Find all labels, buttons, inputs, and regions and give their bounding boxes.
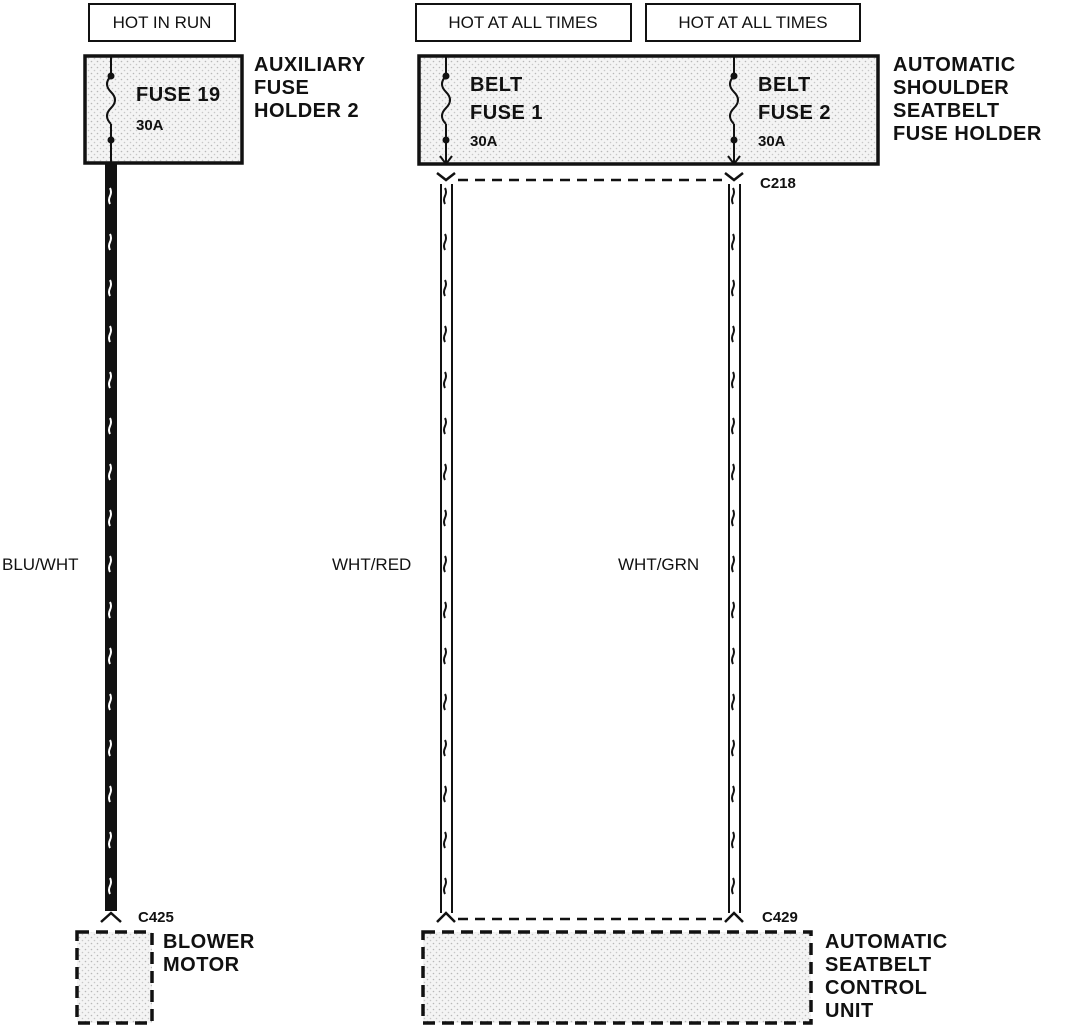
wire-stripe: [443, 555, 447, 573]
wire-stripe: [731, 463, 735, 481]
source-label-hot-at-all-times-1: HOT AT ALL TIMES: [448, 13, 597, 32]
connector-c425-label: C425: [138, 909, 174, 926]
wire-stripe: [731, 371, 735, 389]
wire-stripe: [443, 233, 447, 251]
wire-stripe: [443, 785, 447, 803]
wire-blu-wht-stripes: [108, 187, 112, 895]
wire-stripe: [443, 739, 447, 757]
belt-fuse-2-name-line-1: BELT: [758, 74, 811, 96]
wire-stripe: [108, 831, 112, 849]
blower-motor-line-2: MOTOR: [163, 954, 240, 976]
seatbelt-control-unit-label: AUTOMATIC SEATBELT CONTROL UNIT: [825, 931, 948, 1022]
wire-stripe: [443, 831, 447, 849]
wire-blu-wht-label: BLU/WHT: [2, 555, 79, 574]
control-unit-line-3: CONTROL: [825, 977, 927, 999]
wire-stripe: [443, 417, 447, 435]
wire-stripe: [443, 647, 447, 665]
wire-stripe: [443, 877, 447, 895]
wire-stripe: [108, 371, 112, 389]
seatbelt-holder-line-2: SHOULDER: [893, 77, 1009, 99]
wire-wht-grn-stripes: [731, 187, 735, 895]
source-box-hot-at-all-times-1: HOT AT ALL TIMES: [415, 3, 632, 42]
wire-stripe: [443, 371, 447, 389]
wire-stripe: [108, 555, 112, 573]
wire-stripe: [731, 555, 735, 573]
wire-stripe: [108, 233, 112, 251]
wire-stripe: [108, 785, 112, 803]
wire-stripe: [731, 509, 735, 527]
belt-fuse-2-rating: 30A: [758, 133, 786, 150]
wire-stripe: [443, 601, 447, 619]
wire-wht-red-label: WHT/RED: [332, 555, 411, 574]
wire-stripe: [443, 463, 447, 481]
wire-stripe: [108, 417, 112, 435]
wire-stripe: [731, 233, 735, 251]
wire-blu-wht: BLU/WHT: [2, 163, 117, 911]
control-unit-line-2: SEATBELT: [825, 954, 932, 976]
wire-stripe: [108, 463, 112, 481]
wire-stripe: [731, 279, 735, 297]
wire-wht-grn: WHT/GRN: [618, 184, 741, 913]
belt-fuse-1-name-line-2: FUSE 1: [470, 102, 543, 124]
source-box-hot-at-all-times-2: HOT AT ALL TIMES: [645, 3, 861, 42]
control-unit-line-4: UNIT: [825, 1000, 874, 1022]
fuse-19-rating: 30A: [136, 117, 164, 134]
wire-stripe: [108, 693, 112, 711]
connector-c218-label: C218: [760, 175, 796, 192]
wire-stripe: [731, 693, 735, 711]
wire-stripe: [108, 647, 112, 665]
wire-wht-red: WHT/RED: [332, 184, 453, 913]
wire-stripe: [108, 601, 112, 619]
belt-fuse-2-name-line-2: FUSE 2: [758, 102, 831, 124]
wire-stripe: [108, 279, 112, 297]
wire-stripe: [731, 647, 735, 665]
wire-stripe: [731, 785, 735, 803]
fuse-19-name: FUSE 19: [136, 84, 221, 106]
wire-stripe: [731, 417, 735, 435]
control-unit-line-1: AUTOMATIC: [825, 931, 948, 953]
wire-stripe: [108, 187, 112, 205]
wire-stripe: [443, 187, 447, 205]
wire-stripe: [731, 831, 735, 849]
source-label-hot-in-run: HOT IN RUN: [113, 13, 212, 32]
seatbelt-holder-line-4: FUSE HOLDER: [893, 123, 1042, 145]
auxiliary-fuse-holder-label: AUXILIARY FUSE HOLDER 2: [254, 54, 366, 122]
connector-c429-label: C429: [762, 909, 798, 926]
seatbelt-fuse-holder-label: AUTOMATIC SHOULDER SEATBELT FUSE HOLDER: [893, 54, 1042, 145]
source-box-hot-in-run: HOT IN RUN: [88, 3, 236, 42]
belt-fuse-1-rating: 30A: [470, 133, 498, 150]
wire-stripe: [731, 187, 735, 205]
connector-c218: C218: [436, 172, 796, 192]
wire-stripe: [108, 739, 112, 757]
wire-stripe: [731, 877, 735, 895]
seatbelt-holder-line-1: AUTOMATIC: [893, 54, 1016, 76]
wire-stripe: [108, 509, 112, 527]
wire-stripe: [731, 325, 735, 343]
source-label-hot-at-all-times-2: HOT AT ALL TIMES: [678, 13, 827, 32]
wire-stripe: [731, 601, 735, 619]
wire-stripe: [443, 509, 447, 527]
aux-holder-line-3: HOLDER 2: [254, 100, 359, 122]
wire-stripe: [731, 739, 735, 757]
wire-wht-red-stripes: [443, 187, 447, 895]
aux-holder-line-1: AUXILIARY: [254, 54, 366, 76]
blower-motor-box: [75, 930, 154, 1025]
aux-holder-line-2: FUSE: [254, 77, 309, 99]
wire-stripe: [443, 693, 447, 711]
wire-stripe: [443, 325, 447, 343]
blower-motor-label: BLOWER MOTOR: [163, 931, 255, 976]
seatbelt-holder-line-3: SEATBELT: [893, 100, 1000, 122]
belt-fuse-1-name-line-1: BELT: [470, 74, 523, 96]
wire-stripe: [443, 279, 447, 297]
connector-c425: C425: [100, 909, 174, 926]
seatbelt-control-unit-box: [421, 930, 813, 1025]
wire-stripe: [108, 325, 112, 343]
wire-wht-grn-label: WHT/GRN: [618, 555, 699, 574]
seatbelt-fuse-holder-box: BELT FUSE 1 30A BELT FUSE 2 30A: [417, 54, 880, 166]
blower-motor-line-1: BLOWER: [163, 931, 255, 953]
connector-c429: C429: [436, 909, 798, 926]
auxiliary-fuse-holder-box: FUSE 19 30A: [83, 54, 244, 165]
wire-stripe: [108, 877, 112, 895]
